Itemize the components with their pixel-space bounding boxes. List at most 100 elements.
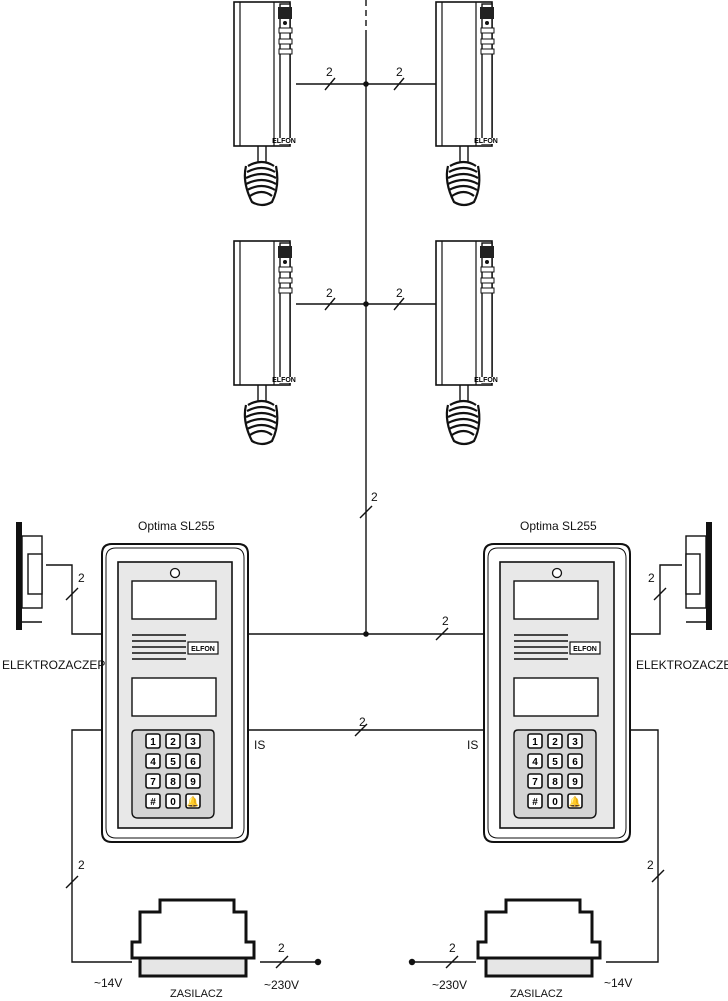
wire-slash: [324, 297, 336, 311]
power-supply-left: [130, 898, 256, 978]
wire-count-label: 2: [396, 286, 403, 300]
wire-slash: [393, 77, 405, 91]
keypad-key-label: 4: [532, 757, 538, 768]
keypad-key: [547, 753, 563, 769]
wire-count-label: 2: [326, 286, 333, 300]
keypad-key-label: 0: [170, 797, 176, 808]
lock-label-left: ELEKTROZACZEP: [2, 658, 106, 672]
junction-top: [363, 81, 369, 87]
lock-wire-right: [630, 564, 682, 635]
bus-label-right: IS: [467, 738, 479, 752]
power-supply-label-left: ZASILACZ: [170, 988, 223, 1000]
keypad-key-label: 3: [572, 737, 578, 748]
power-wire-left: [71, 729, 132, 963]
keypad-key: [547, 773, 563, 789]
keypad-key-label: 5: [170, 757, 176, 768]
keypad-key: [567, 773, 583, 789]
keypad-key: [145, 773, 161, 789]
keypad-key: [165, 793, 181, 809]
keypad-key-label: 6: [190, 757, 196, 768]
wire-slash: [393, 297, 405, 311]
mains-voltage-label-left: ~230V: [264, 978, 300, 992]
power-supply-label-right: ZASILACZ: [510, 988, 563, 1000]
wire-slash: [359, 505, 373, 519]
keypad-key: [145, 733, 161, 749]
low-voltage-label-left: ~14V: [94, 976, 123, 990]
electric-strike-left: [15, 521, 43, 631]
panel-title-left: Optima SL255: [138, 519, 215, 533]
keypad-key: [527, 773, 543, 789]
keypad-right: 1 2 3 4 5 6 7 8 9 #0 🔔: [527, 733, 583, 809]
handset-unit: [232, 239, 297, 446]
keypad-key: [145, 753, 161, 769]
keypad-key: [547, 793, 563, 809]
wire-count-label: 2: [449, 941, 456, 955]
keypad-key: [567, 733, 583, 749]
keypad-key: [165, 753, 181, 769]
keypad-key-label: 🔔: [187, 796, 199, 808]
wire-slash: [653, 587, 667, 601]
wire-count-label: 2: [396, 65, 403, 79]
bus-label-left: IS: [254, 738, 266, 752]
keypad-key: [567, 753, 583, 769]
wire-slash: [651, 869, 665, 883]
keypad-key-label: 7: [532, 777, 538, 788]
keypad-key-label: 6: [572, 757, 578, 768]
wire-slash: [354, 723, 368, 737]
keypad-key: [165, 773, 181, 789]
keypad-key-label: 1: [532, 737, 538, 748]
wire-count-label: 2: [442, 614, 449, 628]
keypad-key-label: 5: [552, 757, 558, 768]
wire-slash: [275, 955, 289, 969]
power-supply-right: [476, 898, 602, 978]
lock-wire-left: [46, 564, 102, 635]
wire-slash: [435, 627, 449, 641]
keypad-key: [527, 733, 543, 749]
keypad-key: [145, 793, 161, 809]
junction-mid: [363, 301, 369, 307]
handset-unit: [434, 239, 499, 446]
keypad-key-label: 🔔: [569, 796, 581, 808]
keypad-key-label: 2: [170, 737, 176, 748]
keypad-key-label: 0: [552, 797, 558, 808]
keypad-key-label: #: [532, 797, 538, 808]
electric-strike-right: [685, 521, 713, 631]
keypad-key: [185, 773, 201, 789]
handset-unit: [434, 0, 499, 207]
keypad-key: [527, 753, 543, 769]
wire-count-label: 2: [278, 941, 285, 955]
keypad-key-label: 9: [190, 777, 196, 788]
mains-terminal-left: [314, 958, 322, 966]
keypad-key: [547, 733, 563, 749]
lock-label-right: ELEKTROZACZEP: [636, 658, 728, 672]
wire-count-label: 2: [359, 715, 366, 729]
keypad-key-label: 4: [150, 757, 156, 768]
low-voltage-label-right: ~14V: [604, 976, 633, 990]
keypad-key: [185, 733, 201, 749]
keypad-key: [567, 793, 583, 809]
keypad-key-label: 8: [170, 777, 176, 788]
wire-slash: [445, 955, 459, 969]
wire-slash: [65, 587, 79, 601]
handset-unit: [232, 0, 297, 207]
mains-voltage-label-right: ~230V: [432, 978, 468, 992]
keypad-key: [165, 733, 181, 749]
keypad-key: [527, 793, 543, 809]
wire-count-label: 2: [326, 65, 333, 79]
wire-count-label: 2: [648, 571, 655, 585]
keypad-key-label: #: [150, 797, 156, 808]
wire-count-label: 2: [78, 858, 85, 872]
keypad-key-label: 7: [150, 777, 156, 788]
keypad-key-label: 8: [552, 777, 558, 788]
keypad-key-label: 3: [190, 737, 196, 748]
keypad-key: [185, 793, 201, 809]
keypad-key-label: 9: [572, 777, 578, 788]
panel-title-right: Optima SL255: [520, 519, 597, 533]
mains-terminal-right: [408, 958, 416, 966]
wire-count-label: 2: [371, 490, 378, 504]
wire-count-label: 2: [647, 858, 654, 872]
keypad-key-label: 2: [552, 737, 558, 748]
wire-slash: [324, 77, 336, 91]
